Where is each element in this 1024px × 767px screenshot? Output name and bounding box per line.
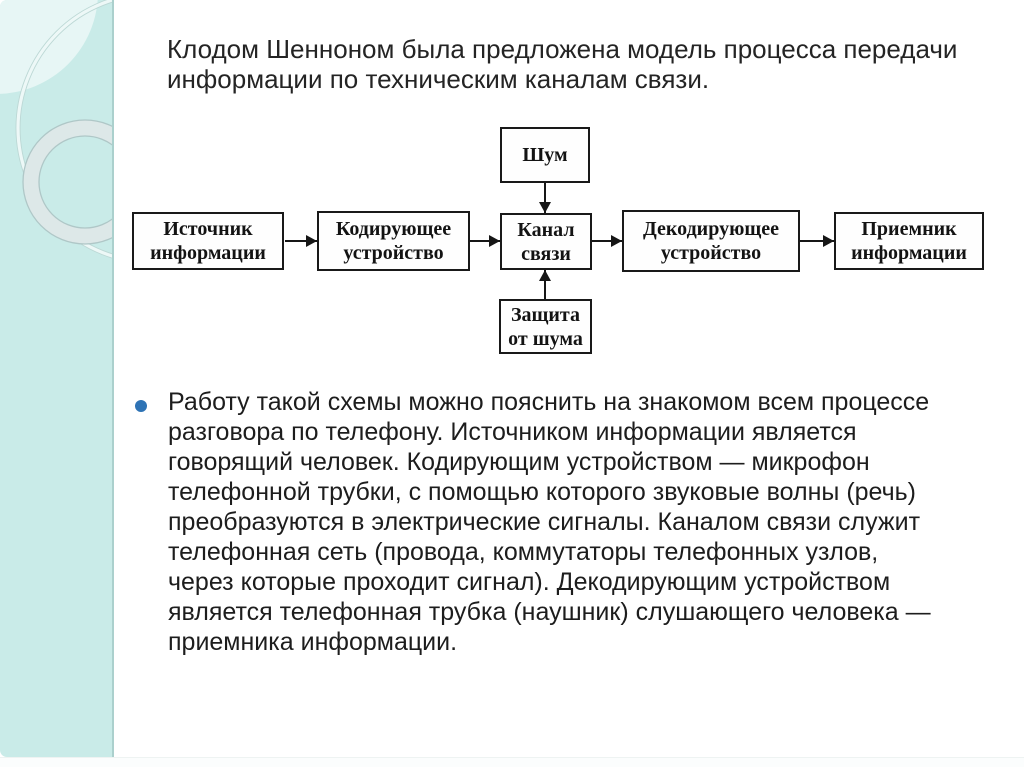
bullet-line-4: телефонной трубки, с помощью которого зв… <box>168 478 916 506</box>
diagram-box-channel: Канал связи <box>500 213 592 270</box>
bullet-line-2: разговора по телефону. Источником информ… <box>168 418 857 446</box>
bullet-line-6: телефонная сеть (провода, коммутаторы те… <box>168 538 879 566</box>
bullet-line-1: Работу такой схемы можно пояснить на зна… <box>168 388 930 416</box>
arrow-channel-to-decoder <box>592 235 622 247</box>
bullet-line-5: преобразуются в электрические сигналы. К… <box>168 508 921 536</box>
bullet-paragraph: Работу такой схемы можно пояснить на зна… <box>168 387 1008 657</box>
arrow-decoder-to-receiver <box>800 235 834 247</box>
arrow-noise-to-channel <box>539 183 551 213</box>
stripe-circles-decoration <box>0 0 112 259</box>
slide-title: Клодом Шенноном была предложена модель п… <box>167 34 997 94</box>
title-line-1: Клодом Шенноном была предложена модель п… <box>167 34 958 64</box>
bullet-line-9: приемника информации. <box>168 628 458 656</box>
diagram-box-source: Источник информации <box>132 212 284 270</box>
arrow-encoder-to-channel <box>470 235 500 247</box>
bullet-line-3: говорящий человек. Кодирующим устройство… <box>168 448 870 476</box>
diagram-box-noise-protection: Защита от шума <box>499 299 592 354</box>
diagram-box-decoder: Декодирующее устройство <box>622 210 800 272</box>
decorative-stripe <box>0 0 114 757</box>
diagram-box-encoder: Кодирующее устройство <box>317 211 470 271</box>
diagram-box-receiver: Приемник информации <box>834 212 984 270</box>
bullet-marker <box>135 400 147 412</box>
bullet-line-7: через которые проходит сигнал). Декодиру… <box>168 568 891 596</box>
arrow-source-to-encoder <box>285 235 317 247</box>
diagram-box-noise: Шум <box>500 127 590 183</box>
title-line-2: информации по техническим каналам связи. <box>167 64 710 94</box>
slide-bottom-edge <box>0 757 1024 767</box>
bullet-line-8: является телефонная трубка (наушник) слу… <box>168 598 931 626</box>
arrow-protection-to-channel <box>539 270 551 299</box>
